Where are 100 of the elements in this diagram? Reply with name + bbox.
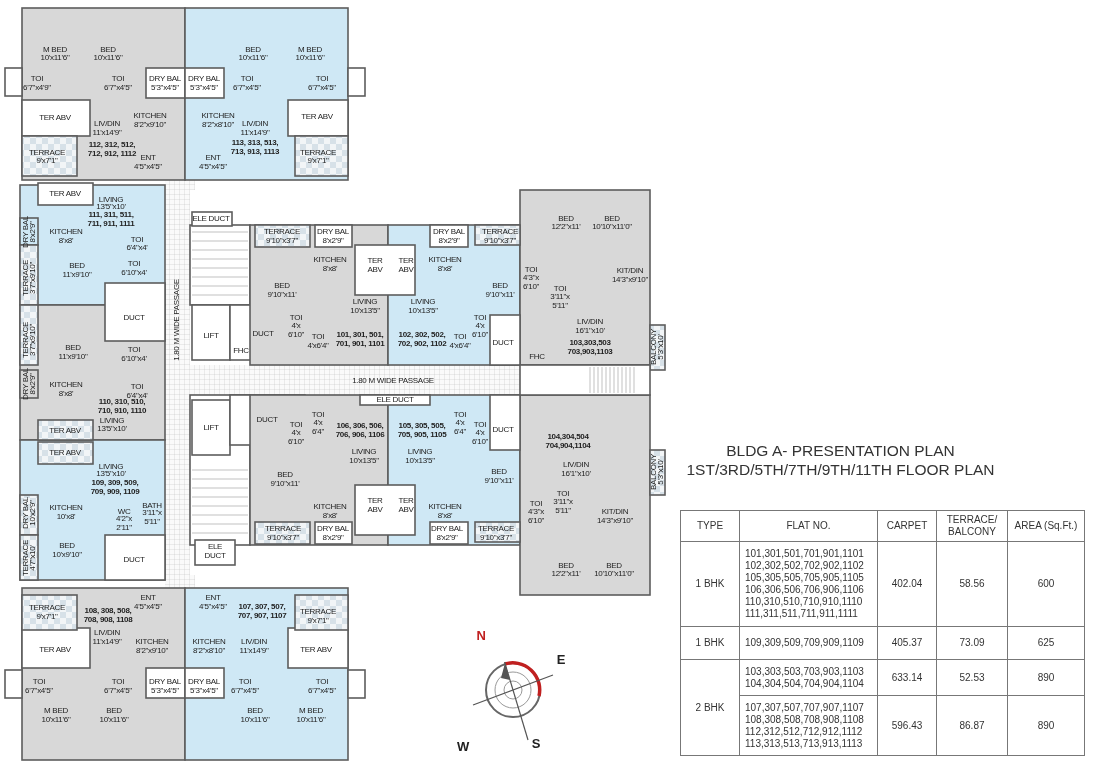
room-label: TOI	[130, 235, 144, 245]
dimension-label: 13'5"x10'	[97, 424, 127, 434]
room-label: TERRACE	[28, 603, 66, 613]
dimension-label: 6'7"x4'5"	[231, 686, 259, 696]
flat-numbers: 110, 310, 510, 710, 910, 1110	[96, 398, 147, 416]
dimension-label: 10'x13'5"	[350, 306, 380, 316]
room-label: BED	[59, 541, 75, 551]
flat-numbers: 106, 306, 506, 706, 906, 1106	[334, 422, 386, 440]
flat-numbers: 101, 301, 501, 701, 901, 1101	[334, 331, 386, 349]
room-label: LIVING	[410, 297, 436, 307]
dimension-label: 3'7"x9'10"	[28, 324, 38, 356]
dimension-label: 8'x8'	[322, 264, 338, 274]
room-label: ENT	[205, 153, 221, 163]
dimension-label: 5'3"x4'5"	[190, 83, 218, 93]
room-label: BED	[245, 45, 261, 55]
dimension-label: 11'x9'10"	[58, 352, 88, 362]
dimension-label: 8'2"x9'10"	[134, 120, 166, 130]
room-label: TOI	[556, 489, 570, 499]
area-value: 600	[1007, 541, 1085, 627]
dimension-label: 6'7"x4'9"	[23, 83, 51, 93]
room-label: TER ABV	[366, 257, 384, 275]
room-label: KITCHEN	[201, 111, 235, 121]
dimension-label: 10'10"x11'0"	[594, 569, 634, 579]
dimension-label: 10'x13'5"	[349, 456, 379, 466]
dimension-label: 9'10"x3'7"	[480, 533, 512, 543]
room-label: BED	[558, 214, 574, 224]
room-label: KITCHEN	[428, 502, 462, 512]
dimension-label: 10'x13'5"	[408, 306, 438, 316]
flat-numbers: 112, 312, 512, 712, 912, 1112	[86, 141, 138, 159]
room-label: BED	[606, 561, 622, 571]
room-label: TOI	[130, 382, 144, 392]
room-label: BED	[100, 45, 116, 55]
room-label: BATH	[142, 501, 162, 510]
type-text: 2 BHK	[680, 659, 740, 756]
room-label: LIV/DIN	[94, 119, 120, 129]
room-label: LIFT	[203, 423, 219, 433]
room-label: ELE DUCT	[192, 214, 230, 224]
dimension-label: 10'x2'9"	[28, 500, 38, 526]
room-label: ENT	[205, 593, 221, 603]
dimension-label: 6'7"x4'5"	[104, 83, 132, 93]
flat-numbers: 109, 309, 509, 709, 909, 1109	[89, 479, 141, 497]
dimension-label: 4'x 6'4"	[452, 419, 468, 437]
terrace-value: 52.53	[936, 659, 1008, 696]
dimension-label: 8'x8'	[58, 389, 74, 399]
dimension-label: 6'10"x4'	[121, 354, 147, 364]
room-label: TOI	[315, 74, 329, 84]
room-label: LIV/DIN	[563, 460, 589, 470]
room-label: BED	[69, 261, 85, 271]
flat-numbers: 108, 308, 508, 708, 908, 1108	[82, 607, 134, 625]
room-label: TER ABV	[300, 645, 332, 655]
dimension-label: 9'x7'1"	[307, 156, 329, 166]
dimension-label: 5'3"x4'5"	[151, 686, 179, 696]
room-label: TOI	[32, 677, 46, 687]
room-label: FHC	[233, 346, 249, 356]
room-label: TER ABV	[366, 497, 384, 515]
compass-direction: S	[531, 736, 541, 752]
room-label: BED	[604, 214, 620, 224]
dimension-label: 8'x2'9"	[438, 236, 460, 246]
room-label: TER ABV	[49, 426, 81, 436]
dimension-label: 13'5"x10'	[96, 469, 126, 479]
room-label: M BED	[43, 45, 67, 55]
room-label: DUCT	[492, 425, 514, 435]
dimension-label: 6'7"x4'5"	[308, 83, 336, 93]
column-header: FLAT NO.	[739, 510, 878, 542]
room-label: LIFT	[203, 331, 219, 341]
room-label: LIV/DIN	[242, 119, 268, 129]
room-label: TOI	[529, 499, 543, 509]
carpet-value: 633.14	[877, 659, 937, 696]
room-label: TERRACE	[263, 227, 301, 237]
area-value: 890	[1007, 659, 1085, 696]
flat-numbers: 101,301,501,701,901,1101 102,302,502,702,902,1102 105,305,505,705,905,1105 106,306,506,706,906,1106 110,310,510,710,910,1110 111,311,511,711,911,1111	[739, 541, 878, 627]
room-label: BED	[558, 561, 574, 571]
dimension-label: 4'x6'4"	[307, 341, 329, 351]
room-label: DUCT	[256, 415, 278, 425]
flat-numbers: 105, 305, 505, 705, 905, 1105	[396, 422, 448, 440]
dimension-label: 13'5"x10'	[96, 202, 126, 212]
flat-numbers: 103,303,503,703,903,1103 104,304,504,704,904,1104	[739, 659, 878, 696]
room-label: DRY BAL	[188, 74, 220, 84]
room-label: KITCHEN	[135, 637, 169, 647]
room-label: DUCT	[492, 338, 514, 348]
terrace-value: 86.87	[936, 695, 1008, 756]
room-label: BED	[492, 281, 508, 291]
dimension-label: 11'x14'9"	[92, 128, 122, 138]
dimension-label: 4'3"x 6'10"	[526, 508, 546, 526]
dimension-label: 6'7"x4'5"	[233, 83, 261, 93]
dimension-label: 10'x11'6"	[99, 715, 129, 725]
carpet-value: 405.37	[877, 626, 937, 660]
dimension-label: 5'3"x4'5"	[190, 686, 218, 696]
dimension-label: 10'x11'6"	[295, 53, 325, 63]
type-text: 1 BHK	[680, 541, 740, 627]
dimension-label: 11'x14'9"	[92, 637, 122, 647]
carpet-value: 596.43	[877, 695, 937, 756]
dimension-label: 4'5"x4'5"	[199, 162, 227, 172]
dimension-label: 6'7"x4'5"	[104, 686, 132, 696]
plan-title: BLDG A- PRESENTATION PLAN 1ST/3RD/5TH/7TH/9TH/11TH FLOOR PLAN	[685, 441, 996, 480]
dimension-label: 8'2"x9'10"	[136, 646, 168, 656]
dimension-label: 14'3"x9'10"	[611, 275, 649, 285]
flat-numbers: 107,307,507,707,907,1107 108,308,508,708,908,1108 112,312,512,712,912,1112 113,313,513,713,913,1113	[739, 695, 878, 756]
area-value: 890	[1007, 695, 1085, 756]
dimension-label: 9'10"x11'	[267, 290, 297, 300]
